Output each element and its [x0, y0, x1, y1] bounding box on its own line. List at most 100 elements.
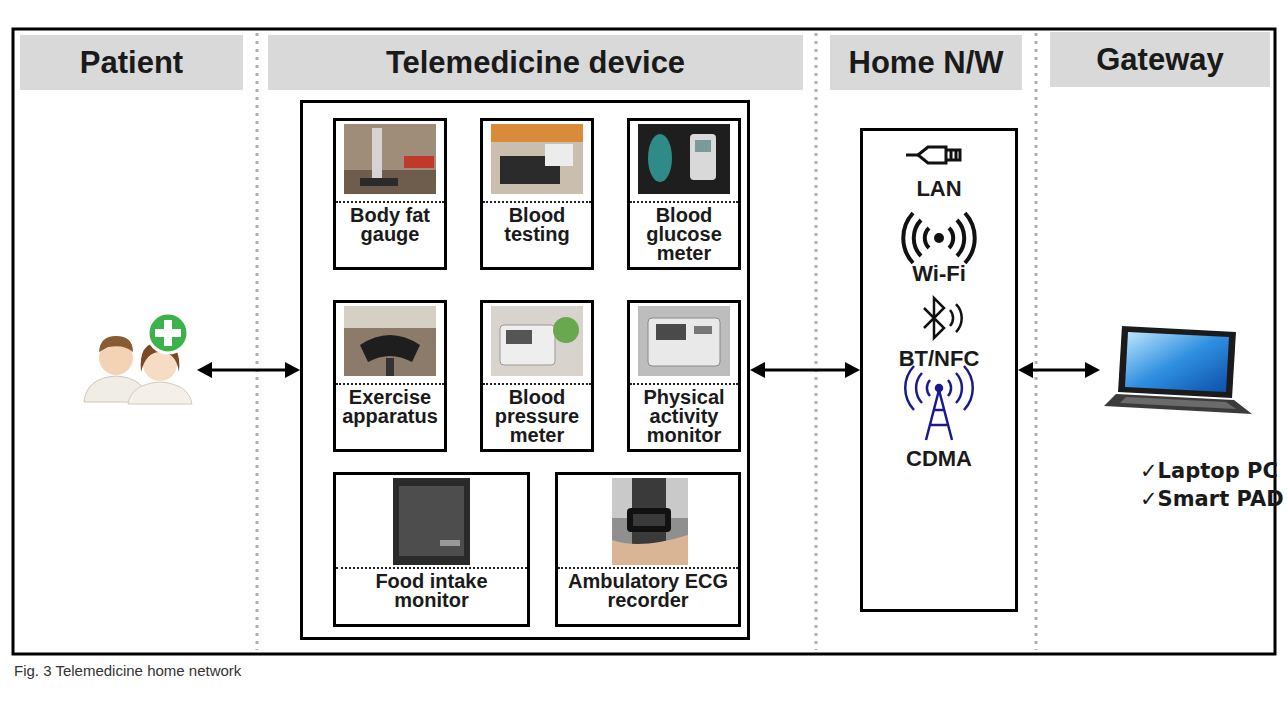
- arrow-head: [750, 362, 765, 378]
- column-header: Home N/W: [830, 35, 1022, 90]
- device-label: Ambulatory ECG recorder: [558, 567, 738, 612]
- device-label: Food intake monitor: [336, 567, 527, 612]
- network-label: Wi-Fi: [863, 261, 1015, 287]
- network-label: LAN: [863, 176, 1015, 202]
- device-label: Blood glucose meter: [630, 201, 738, 265]
- device-photo-part: [491, 306, 583, 376]
- device-photo-part: [648, 318, 720, 366]
- device-photo-part: [612, 478, 688, 565]
- outer-frame: [13, 29, 1275, 654]
- wifi-icon: [903, 213, 974, 263]
- lan-icon-part: [950, 150, 953, 160]
- wifi-icon-part: [965, 213, 975, 263]
- device-photo: [344, 124, 730, 565]
- device-photo-part: [627, 508, 671, 532]
- device-photo-part: [656, 324, 686, 340]
- column-separator: [257, 33, 1036, 650]
- bluetooth-icon-part: [950, 310, 953, 326]
- column-header: Patient: [20, 35, 243, 90]
- device-photo-part: [393, 478, 470, 565]
- outer-frame-part: [13, 29, 1275, 654]
- device-tile: Food intake monitor: [333, 472, 530, 627]
- bluetooth-icon-part: [956, 304, 962, 332]
- patient-icon-part: [155, 329, 181, 337]
- device-tile: Blood pressure meter: [480, 300, 594, 452]
- connector-line: [209, 369, 288, 372]
- lan-icon: [906, 147, 960, 163]
- device-tile: Ambulatory ECG recorder: [555, 472, 741, 627]
- column-header: Telemedicine device: [268, 35, 803, 90]
- double-arrow: [197, 362, 300, 378]
- device-label: Body fat gauge: [336, 201, 444, 246]
- device-tile: Body fat gauge: [333, 118, 447, 270]
- device-photo-part: [612, 535, 688, 565]
- cell-tower-icon-part: [905, 366, 973, 410]
- arrow-head: [845, 362, 860, 378]
- lan-icon-part: [946, 150, 960, 160]
- network-label: CDMA: [863, 446, 1015, 472]
- network-label: BT/NFC: [863, 346, 1015, 372]
- device-tile: Physical activity monitor: [627, 300, 741, 452]
- device-photo-part: [491, 124, 583, 142]
- laptop-icon-part: [1120, 397, 1236, 409]
- device-label: Physical activity monitor: [630, 383, 738, 447]
- device-photo-part: [633, 514, 665, 526]
- device-photo-part: [344, 170, 436, 194]
- patient-icon-part: [128, 382, 192, 404]
- device-photo-part: [386, 358, 394, 376]
- bluetooth-icon-part: [924, 298, 944, 338]
- device-photo-part: [648, 134, 672, 182]
- device-photo-part: [500, 325, 555, 365]
- device-photo-part: [404, 156, 434, 168]
- wifi-icon-part: [903, 213, 913, 263]
- double-arrow: [1018, 362, 1100, 378]
- connector-line: [1030, 369, 1088, 372]
- column-separator-part: [1035, 33, 1038, 650]
- cell-tower-icon-part: [926, 390, 952, 440]
- patient-column: Patient: [75, 310, 197, 420]
- device-photo-part: [694, 326, 712, 334]
- cell-tower-icon: [905, 366, 973, 440]
- arrow-head: [1018, 362, 1033, 378]
- network-box: Home N/WLANWi-FiBT/NFCCDMA: [860, 128, 1018, 612]
- gateway-column: Gateway✓Laptop PC✓Smart PAD: [1100, 322, 1260, 517]
- device-group-box: Telemedicine deviceBody fat gaugeBlood t…: [300, 100, 750, 640]
- lan-icon-part: [906, 154, 918, 157]
- lan-icon-part: [955, 150, 958, 160]
- arrow-head: [197, 362, 212, 378]
- wifi-icon-part: [949, 228, 953, 248]
- device-photo-part: [690, 134, 716, 180]
- device-photo-part: [553, 317, 579, 343]
- wifi-icon-part: [914, 220, 921, 256]
- device-photo-part: [440, 540, 460, 546]
- patient-icon: [84, 313, 192, 404]
- device-photo-part: [695, 140, 711, 152]
- device-tile: Blood testing: [480, 118, 594, 270]
- wifi-icon-part: [934, 233, 944, 243]
- device-photo-part: [372, 128, 382, 180]
- device-photo-part: [399, 486, 464, 556]
- device-photo-part: [344, 306, 436, 328]
- column-separator-part: [256, 33, 259, 650]
- device-tile: Blood glucose meter: [627, 118, 741, 270]
- device-photo-part: [344, 124, 436, 194]
- device-photo-part: [491, 124, 583, 194]
- laptop-icon-part: [1125, 332, 1229, 392]
- patient-icon-part: [148, 313, 188, 353]
- device-label: Exercise apparatus: [336, 383, 444, 428]
- device-photo-part: [360, 335, 420, 362]
- gateway-item: ✓Laptop PC: [1140, 459, 1278, 483]
- device-photo-part: [545, 144, 573, 166]
- wifi-icon-part: [925, 228, 929, 248]
- figure-caption: Fig. 3 Telemedicine home network: [14, 662, 241, 679]
- device-photo-part: [506, 330, 532, 344]
- laptop-icon-part: [1118, 326, 1236, 398]
- double-arrow: [750, 362, 860, 378]
- column-header: Gateway: [1050, 32, 1270, 87]
- cell-tower-icon-part: [927, 380, 951, 396]
- cell-tower-icon-part: [936, 385, 942, 391]
- arrow-head: [285, 362, 300, 378]
- device-label: Blood testing: [483, 201, 591, 246]
- connector-line: [762, 369, 848, 372]
